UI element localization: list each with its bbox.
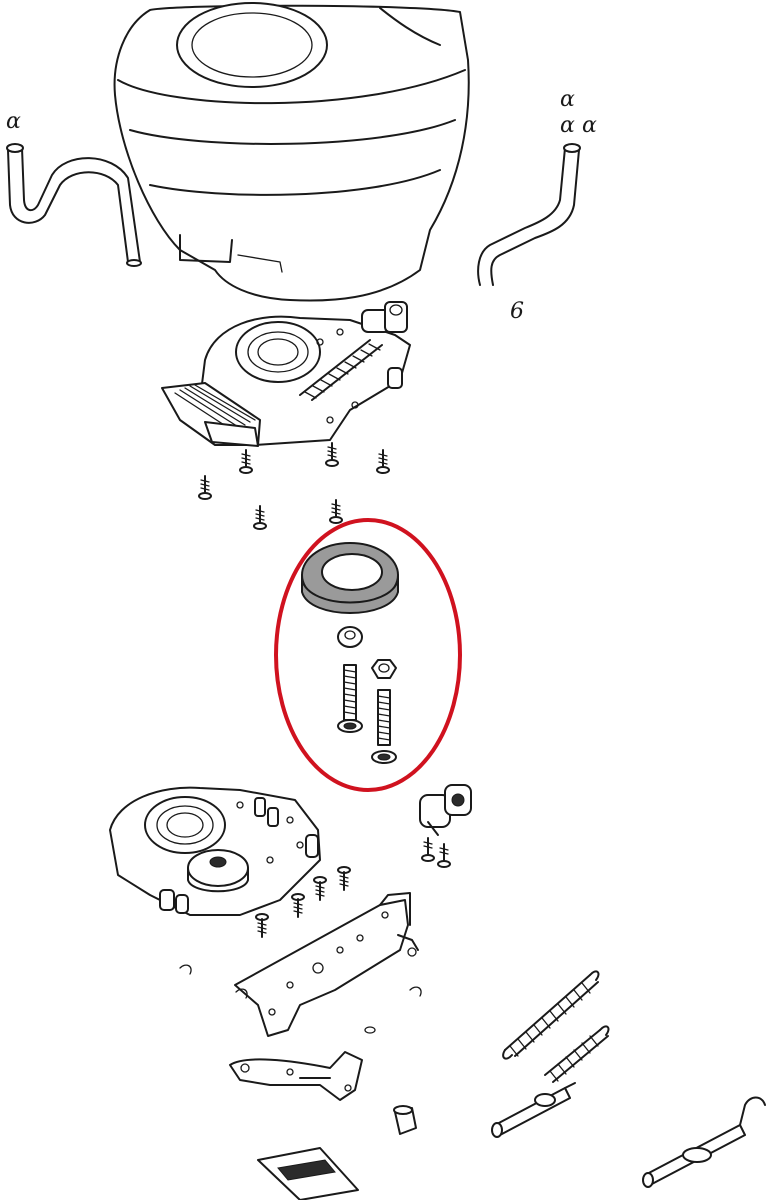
callout-right-tube-2: ɑ	[560, 113, 575, 138]
upper-base-plate-assembly	[161, 301, 411, 447]
bottom-shoe	[257, 1147, 359, 1200]
small-clips	[179, 964, 422, 1034]
callout-right-tube-1: ɑ	[560, 87, 575, 112]
callout-right-tube-3: ɑ	[582, 113, 597, 138]
lever-arm	[229, 1051, 363, 1101]
long-screw-1	[337, 664, 363, 733]
nut-2	[371, 659, 397, 679]
highlighted-parts	[301, 542, 399, 764]
nut-1	[337, 626, 363, 648]
top-housing-cover	[113, 2, 470, 302]
elbow-fitting	[419, 784, 472, 836]
upper-plate-screws	[198, 442, 390, 530]
highlight-ellipse	[274, 518, 462, 792]
callout-left-tube: ɑ	[6, 109, 21, 134]
linkage-bracket	[234, 892, 419, 1037]
spring-2	[544, 1025, 610, 1083]
rod-2	[642, 1096, 766, 1188]
spring-1	[502, 970, 600, 1060]
bushing	[393, 1105, 417, 1135]
right-tube	[477, 143, 581, 286]
long-screw-2	[371, 689, 397, 764]
callout-bottom-tube: 6	[510, 299, 524, 324]
rod-1	[491, 1082, 576, 1138]
lower-base-plate-assembly	[109, 786, 321, 916]
felt-ring	[301, 542, 399, 614]
left-tube	[6, 143, 142, 267]
lower-plate-screws	[255, 866, 351, 938]
fitting-screws	[421, 837, 451, 868]
